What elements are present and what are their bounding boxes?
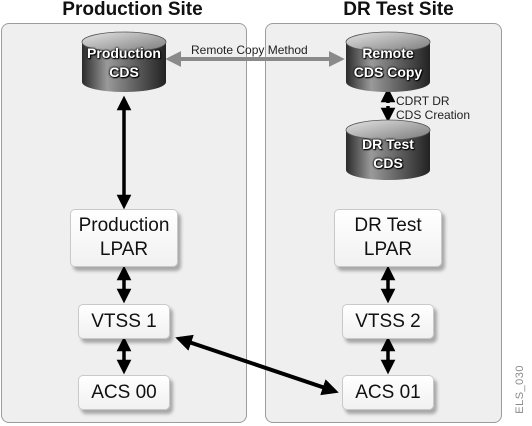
vtss2-box: VTSS 2	[342, 304, 434, 339]
dr-test-lpar-box: DR Test LPAR	[334, 209, 442, 267]
dr-test-lpar-line2: LPAR	[363, 239, 413, 260]
dr-test-cds-line2: CDS	[373, 155, 403, 171]
remote-cds-copy-cylinder	[345, 31, 431, 92]
acs00-box: ACS 00	[78, 375, 170, 410]
production-cds-line2: CDS	[109, 64, 139, 80]
production-cds-label: Production CDS	[82, 44, 166, 82]
remote-copy-label: Remote Copy Method	[191, 43, 308, 57]
production-lpar-line2: LPAR	[99, 239, 149, 260]
dr-test-cds-label: DR Test CDS	[346, 135, 430, 173]
remote-cds-copy-line2: CDS Copy	[353, 64, 423, 80]
acs01-box: ACS 01	[342, 375, 434, 410]
cdrt-label: CDRT DR CDS Creation	[396, 94, 470, 122]
production-cds-line1: Production	[87, 45, 161, 61]
dr-test-lpar-line1: DR Test	[354, 215, 422, 236]
remote-cds-copy-line1: Remote	[362, 45, 414, 61]
dr-test-cds-line1: DR Test	[362, 136, 414, 152]
cdrt-line1: CDRT DR	[396, 94, 450, 108]
remote-cds-copy-label: Remote CDS Copy	[346, 44, 430, 82]
cdrt-line2: CDS Creation	[396, 108, 471, 122]
vtss1-acs01-arrow	[175, 334, 339, 396]
vtss1-box: VTSS 1	[78, 304, 170, 339]
figure-id: ELS_030	[514, 365, 526, 414]
dr-test-cds-cylinder	[345, 119, 431, 180]
production-lpar-line1: Production	[78, 215, 170, 236]
production-site-title: Production Site	[62, 0, 203, 20]
production-cds-cylinder	[81, 31, 167, 92]
dr-site-title: DR Test Site	[343, 0, 454, 20]
production-lpar-box: Production LPAR	[70, 209, 178, 267]
